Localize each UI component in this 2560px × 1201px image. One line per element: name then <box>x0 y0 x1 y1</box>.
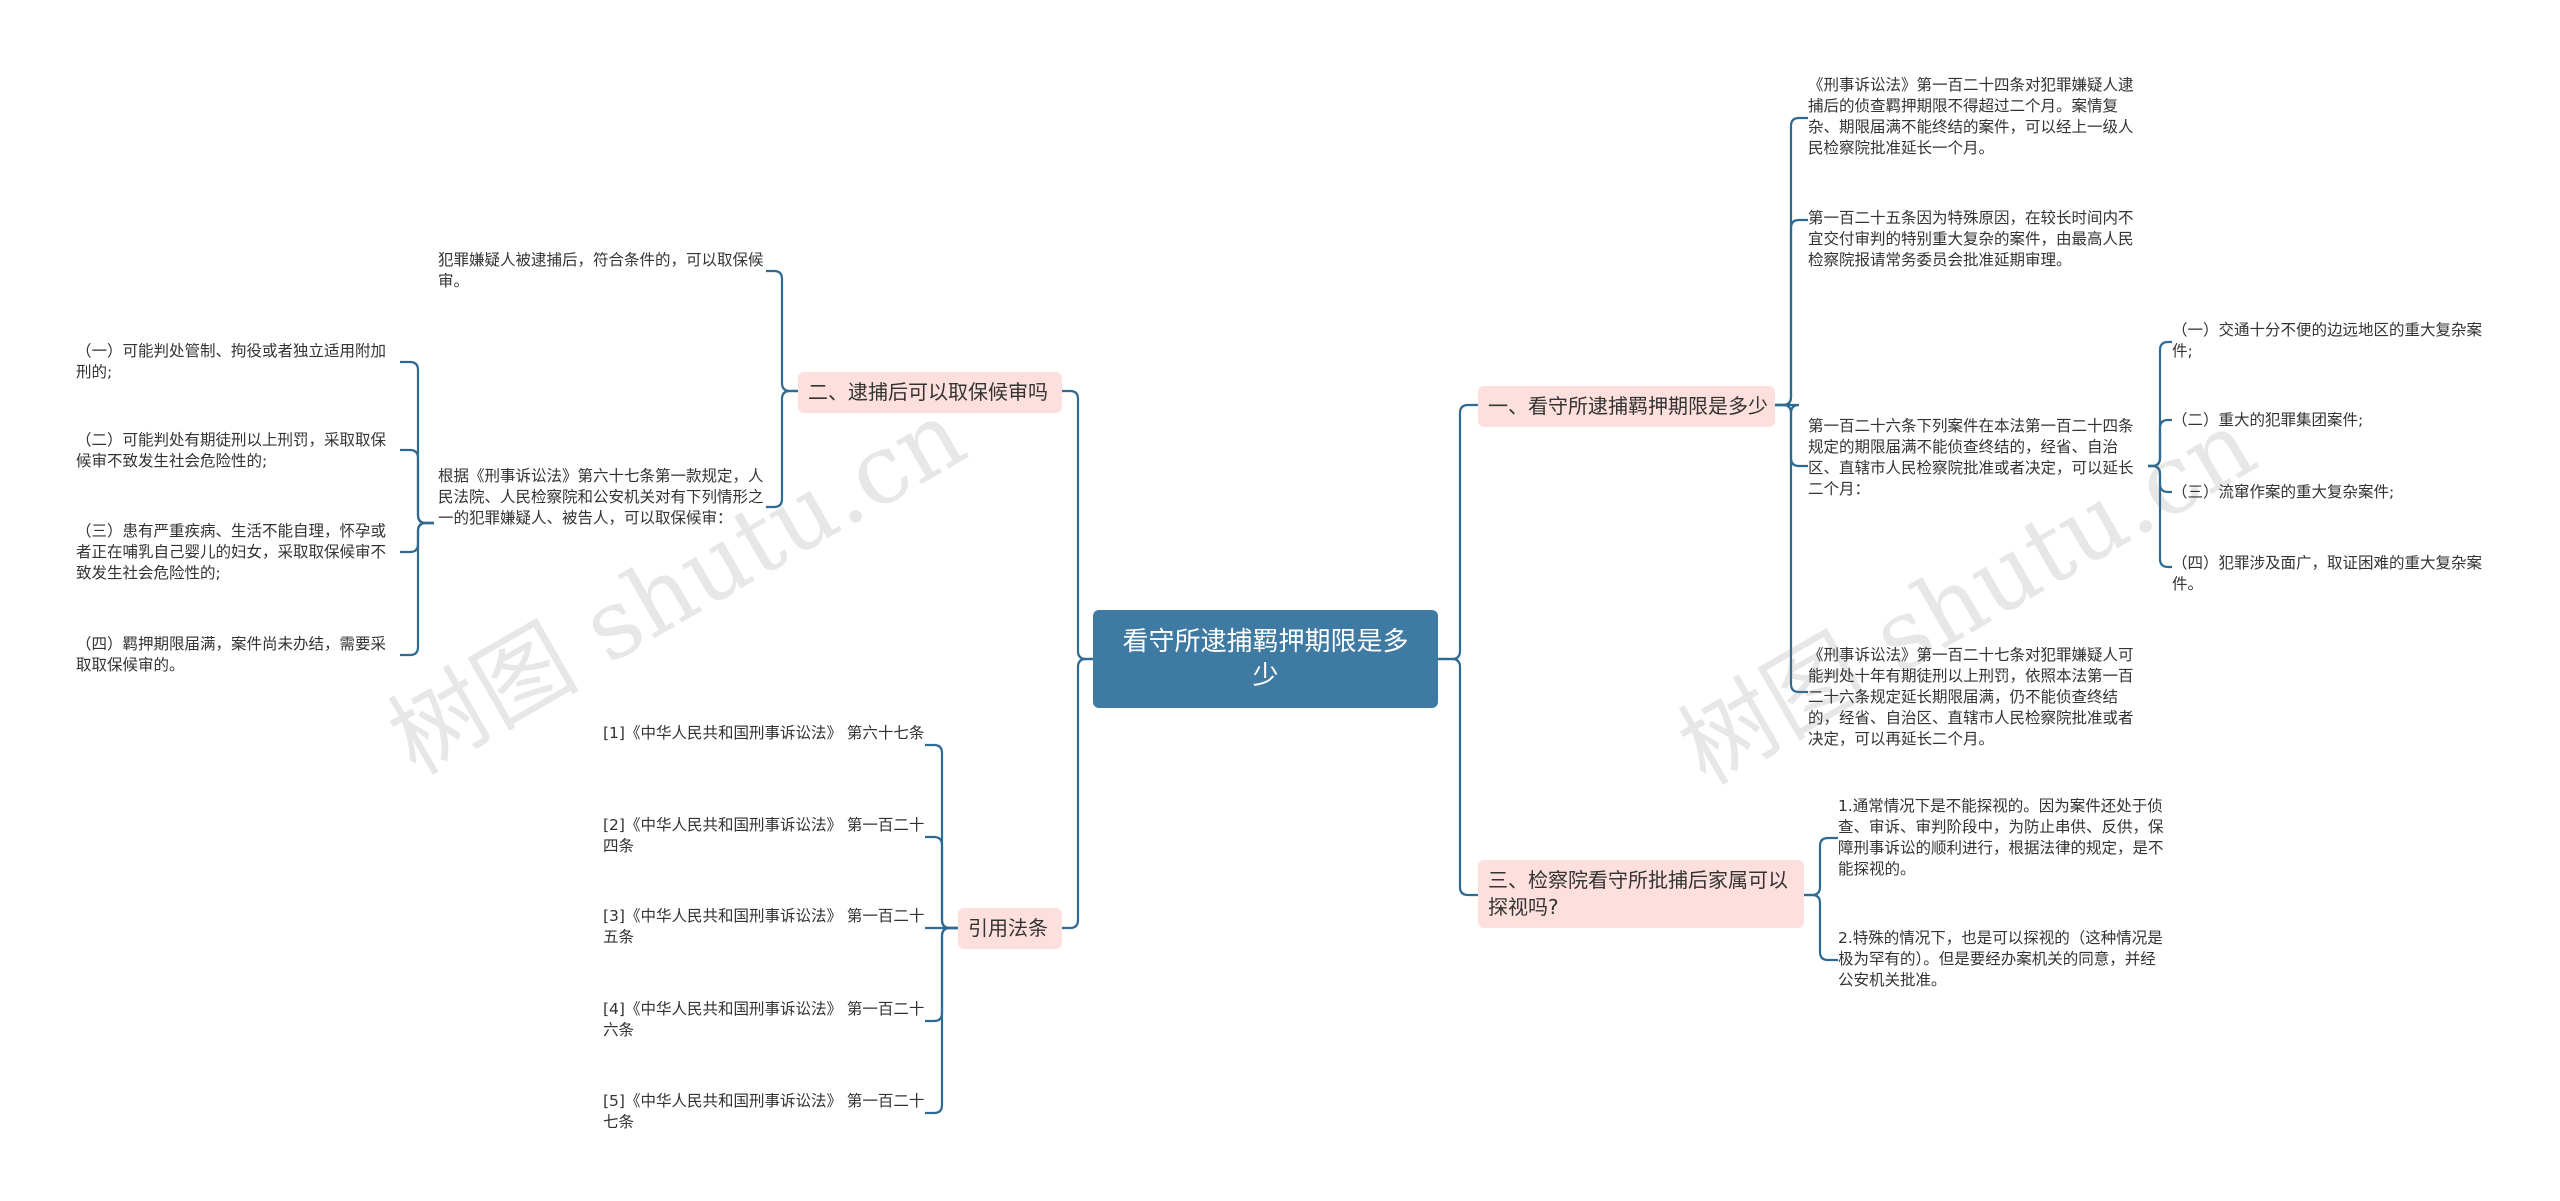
link-b3-item2 <box>1804 893 1838 962</box>
leaf-remote-area-case: （一）交通十分不便的边远地区的重大复杂案件; <box>2172 321 2483 360</box>
leaf-citation-3: [3]《中华人民共和国刑事诉讼法》 第一百二十五条 <box>603 907 925 946</box>
leaf-roving-crime-case: （三）流窜作案的重大复杂案件; <box>2172 483 2395 501</box>
leaf-article-126: 第一百二十六条下列案件在本法第一百二十四条规定的期限届满不能侦查终结的，经省、自… <box>1808 417 2134 498</box>
leaf-bail-condition-2: （二）可能判处有期徒刑以上刑罚，采取取保候审不致发生社会危险性的; <box>76 431 387 470</box>
link-b1-sub4 <box>2148 464 2172 569</box>
link-b4-item5 <box>925 926 958 1115</box>
leaf-article-124: 《刑事诉讼法》第一百二十四条对犯罪嫌疑人逮捕后的侦查羁押期限不得超过二个月。案情… <box>1808 76 2134 157</box>
branch-family-visit[interactable]: 三、检察院看守所批捕后家属可以探视吗? <box>1478 860 1804 928</box>
leaf-visit-special: 2.特殊的情况下，也是可以探视的（这种情况是极为罕有的）。但是要经办案机关的同意… <box>1838 929 2163 989</box>
leaf-article-125: 第一百二十五条因为特殊原因，在较长时间内不宜交付审判的特别重大复杂的案件，由最高… <box>1808 209 2134 269</box>
leaf-wide-scope-case: （四）犯罪涉及面广，取证困难的重大复杂案件。 <box>2172 554 2483 593</box>
leaf-citation-2: [2]《中华人民共和国刑事诉讼法》 第一百二十四条 <box>603 816 925 855</box>
link-b4-item2 <box>925 835 958 930</box>
link-root-branch4 <box>1062 657 1093 930</box>
link-b1-sub2 <box>2148 418 2172 468</box>
link-b2-item1 <box>766 269 798 393</box>
branch-bail-after-arrest[interactable]: 二、逮捕后可以取保候审吗 <box>798 372 1062 413</box>
leaf-citation-1: [1]《中华人民共和国刑事诉讼法》 第六十七条 <box>603 724 925 742</box>
link-root-branch1 <box>1438 403 1478 661</box>
link-b2-sub4 <box>400 521 434 657</box>
link-b1-item4 <box>1775 403 1808 694</box>
branch-cited-laws[interactable]: 引用法条 <box>958 908 1062 949</box>
leaf-bail-condition-3: （三）患有严重疾病、生活不能自理，怀孕或者正在哺乳自己婴儿的妇女，采取取保候审不… <box>76 522 387 582</box>
link-b2-item2 <box>766 389 798 509</box>
branch-custody-period[interactable]: 一、看守所逮捕羁押期限是多少 <box>1478 386 1775 427</box>
leaf-article-67: 根据《刑事诉讼法》第六十七条第一款规定，人民法院、人民检察院和公安机关对有下列情… <box>438 467 764 527</box>
leaf-citation-4: [4]《中华人民共和国刑事诉讼法》 第一百二十六条 <box>603 1000 925 1039</box>
leaf-criminal-group-case: （二）重大的犯罪集团案件; <box>2172 411 2364 429</box>
link-root-branch2 <box>1062 389 1093 661</box>
link-b3-item1 <box>1804 836 1838 897</box>
leaf-visit-normal: 1.通常情况下是不能探视的。因为案件还处于侦查、审诉、审判阶段中，为防止串供、反… <box>1838 797 2164 878</box>
leaf-citation-5: [5]《中华人民共和国刑事诉讼法》 第一百二十七条 <box>603 1092 925 1131</box>
link-root-branch3 <box>1438 657 1478 897</box>
leaf-bail-condition-1: （一）可能判处管制、拘役或者独立适用附加刑的; <box>76 342 387 381</box>
leaf-article-127: 《刑事诉讼法》第一百二十七条对犯罪嫌疑人可能判处十年有期徒刑以上刑罚，依照本法第… <box>1808 646 2134 748</box>
root-node[interactable]: 看守所逮捕羁押期限是多少 <box>1093 610 1438 708</box>
leaf-bail-possible: 犯罪嫌疑人被逮捕后，符合条件的，可以取保候审。 <box>438 251 764 290</box>
link-b2-sub2 <box>400 448 434 525</box>
link-b1-item2 <box>1775 218 1808 407</box>
leaf-bail-condition-4: （四）羁押期限届满，案件尚未办结，需要采取取保候审的。 <box>76 635 387 674</box>
